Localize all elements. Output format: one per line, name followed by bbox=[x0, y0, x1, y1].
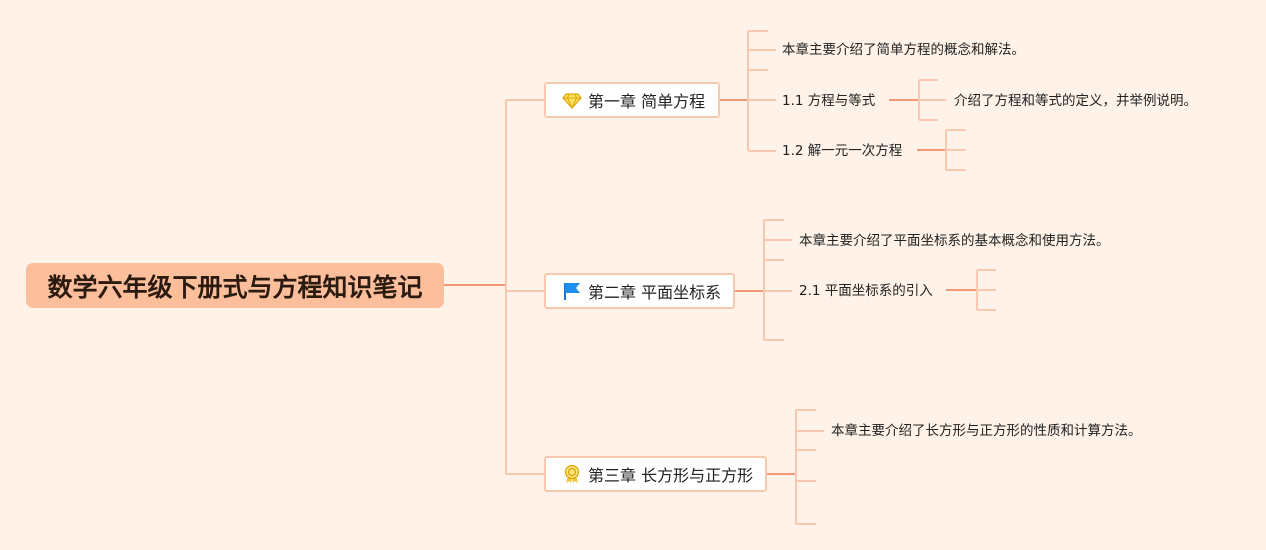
section-1-2-label[interactable]: 1.2 解一元一次方程 bbox=[782, 143, 903, 159]
chapter-3-summary[interactable]: 本章主要介绍了长方形与正方形的性质和计算方法。 bbox=[831, 423, 1142, 439]
root-topic-label: 数学六年级下册式与方程知识笔记 bbox=[47, 272, 423, 302]
chapter-1-label: 第一章 简单方程 bbox=[588, 92, 706, 111]
section-1-1-detail[interactable]: 介绍了方程和等式的定义，并举例说明。 bbox=[954, 93, 1197, 109]
diamond-icon bbox=[562, 90, 582, 110]
chapter-2-label: 第二章 平面坐标系 bbox=[588, 283, 722, 302]
chapter-2-summary[interactable]: 本章主要介绍了平面坐标系的基本概念和使用方法。 bbox=[799, 233, 1110, 249]
chapter-3-node[interactable]: 第三章 长方形与正方形 bbox=[544, 456, 767, 492]
chapter-1-node[interactable]: 第一章 简单方程 bbox=[544, 82, 720, 118]
chapter-3-label: 第三章 长方形与正方形 bbox=[588, 466, 754, 485]
section-1-1-label[interactable]: 1.1 方程与等式 bbox=[782, 93, 876, 109]
chapter-1-summary[interactable]: 本章主要介绍了简单方程的概念和解法。 bbox=[782, 42, 1025, 58]
flag-icon bbox=[562, 281, 582, 301]
award-ribbon-icon bbox=[562, 464, 582, 484]
root-topic[interactable]: 数学六年级下册式与方程知识笔记 bbox=[26, 263, 444, 308]
chapter-2-node[interactable]: 第二章 平面坐标系 bbox=[544, 273, 735, 309]
section-2-1-label[interactable]: 2.1 平面坐标系的引入 bbox=[799, 283, 933, 299]
